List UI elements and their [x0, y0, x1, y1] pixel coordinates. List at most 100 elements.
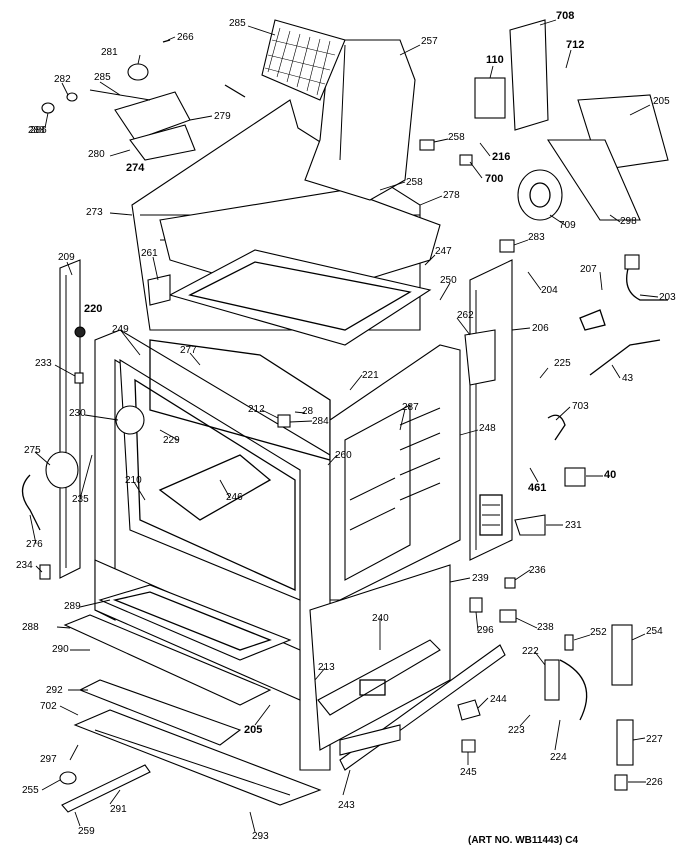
knob-275	[45, 451, 79, 489]
part-label-712: 712	[566, 39, 584, 51]
part-label-257: 257	[421, 36, 438, 47]
part-label-284: 284	[312, 416, 329, 427]
part-label-275: 275	[24, 445, 41, 456]
part-label-222: 222	[522, 646, 539, 657]
part-220	[74, 326, 86, 338]
part-label-248: 248	[479, 423, 496, 434]
part-label-287: 287	[402, 402, 419, 413]
kick-rail	[61, 764, 151, 813]
part-label-221: 221	[362, 370, 379, 381]
leader-lines	[29, 19, 659, 833]
part-label-209: 209	[58, 252, 75, 263]
part-label-206: 206	[532, 323, 549, 334]
part-label-238: 238	[537, 622, 554, 633]
part-label-292: 292	[46, 685, 63, 696]
part-label-288: 288	[22, 622, 39, 633]
part-label-277: 277	[180, 345, 197, 356]
part-label-236: 236	[529, 565, 546, 576]
bracket-261	[147, 274, 171, 306]
part-label-288: 288	[28, 125, 45, 136]
part-label-28: 28	[302, 406, 314, 417]
part-label-250: 250	[440, 275, 457, 286]
part-label-273: 273	[86, 207, 103, 218]
control-box-708	[509, 19, 549, 131]
burner-box	[317, 639, 441, 716]
part-label-249: 249	[112, 324, 129, 335]
part-label-289: 289	[64, 601, 81, 612]
part-label-252: 252	[590, 627, 607, 638]
disk-709	[517, 169, 563, 221]
art-number: (ART NO. WB11443) C4	[468, 835, 578, 846]
top-panel-257	[304, 39, 416, 201]
part-label-213: 213	[318, 662, 335, 673]
part-label-233: 233	[35, 358, 52, 369]
part-label-703: 703	[572, 401, 589, 412]
manifold-bracket	[339, 724, 401, 756]
oven-cabinet	[21, 19, 669, 813]
part-label-224: 224	[550, 752, 567, 763]
part-label-274: 274	[126, 162, 145, 174]
part-label-245: 245	[460, 767, 477, 778]
part-label-204: 204	[541, 285, 558, 296]
part-label-461: 461	[528, 482, 546, 494]
part-label-258: 258	[406, 177, 423, 188]
front-frame	[94, 329, 331, 771]
part-label-279: 279	[214, 111, 231, 122]
vent-grille	[261, 19, 346, 101]
oven-cavity	[119, 358, 301, 601]
part-label-210: 210	[125, 475, 142, 486]
part-label-212: 212	[248, 404, 265, 415]
part-label-259: 259	[78, 826, 95, 837]
trim-276	[21, 474, 41, 531]
part-label-229: 229	[163, 435, 180, 446]
part-label-286: 286	[30, 125, 47, 136]
part-label-280: 280	[88, 149, 105, 160]
part-label-226: 226	[646, 777, 663, 788]
part-label-702: 702	[40, 701, 57, 712]
broiler-pan	[98, 584, 292, 661]
switch-110	[474, 77, 506, 119]
part-label-40: 40	[604, 469, 616, 481]
part-label-220: 220	[84, 303, 102, 315]
part-label-266: 266	[177, 32, 194, 43]
part-label-708: 708	[556, 10, 574, 22]
part-label-285: 285	[229, 18, 246, 29]
part-label-231: 231	[565, 520, 582, 531]
part-label-243: 243	[338, 800, 355, 811]
part-label-278: 278	[443, 190, 460, 201]
part-label-240: 240	[372, 613, 389, 624]
part-label-205: 205	[653, 96, 670, 107]
part-label-246: 246	[226, 492, 243, 503]
drawer-bottom	[78, 679, 242, 746]
part-label-260: 260	[335, 450, 352, 461]
bracket-222	[544, 659, 560, 701]
part-label-291: 291	[110, 804, 127, 815]
part-label-43: 43	[622, 373, 634, 384]
part-label-239: 239	[472, 573, 489, 584]
bracket-262	[464, 329, 496, 386]
part-label-281: 281	[101, 47, 118, 58]
part-label-223: 223	[508, 725, 525, 736]
part-label-255: 255	[22, 785, 39, 796]
part-label-262: 262	[457, 310, 474, 321]
part-label-244: 244	[490, 694, 507, 705]
part-label-298: 298	[620, 216, 637, 227]
part-label-227: 227	[646, 734, 663, 745]
part-label-230: 230	[69, 408, 86, 419]
part-label-296: 296	[477, 625, 494, 636]
part-label-290: 290	[52, 644, 69, 655]
part-label-203: 203	[659, 292, 676, 303]
part-label-235: 235	[72, 494, 89, 505]
part-label-261: 261	[141, 248, 158, 259]
part-label-258: 258	[448, 132, 465, 143]
burner-plate	[129, 124, 196, 161]
spring-227	[616, 719, 634, 766]
part-label-247: 247	[435, 246, 452, 257]
part-label-700: 700	[485, 173, 503, 185]
part-label-110: 110	[486, 54, 504, 66]
drawer-panel	[63, 614, 272, 706]
part-label-207: 207	[580, 264, 597, 275]
